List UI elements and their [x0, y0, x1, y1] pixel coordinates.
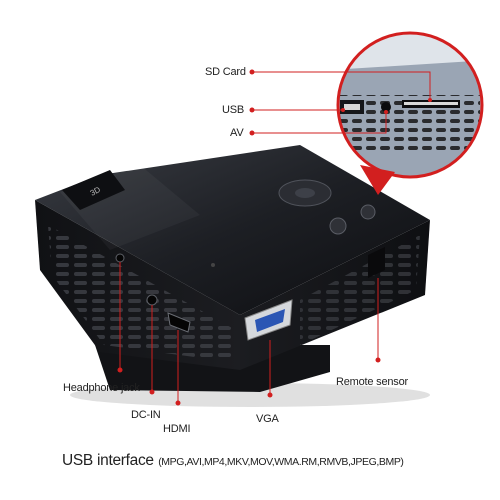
callout-dots [117, 69, 432, 406]
callout-vga: VGA [256, 413, 279, 425]
headphone-jack-port [115, 253, 125, 263]
callout-hdmi: HDMI [163, 423, 191, 435]
hdmi-port [167, 312, 191, 333]
caption-title: USB interface [62, 452, 154, 469]
top-surface [35, 145, 430, 315]
callout-lines [119, 71, 431, 403]
callout-headphone-jack: Headphone jack [63, 382, 140, 394]
svg-text:3D: 3D [89, 185, 102, 198]
av-port-zoom [381, 102, 391, 112]
callout-dc-in: DC-IN [131, 409, 161, 421]
dc-in-port [146, 294, 158, 306]
callout-av: AV [230, 127, 244, 139]
caption-formats: (MPG,AVI,MP4,MKV,MOV,WMA.RM,RMVB,JPEG,BM… [158, 456, 404, 468]
caption: USB interface (MPG,AVI,MP4,MKV,MOV,WMA.R… [62, 452, 404, 470]
callout-usb: USB [222, 104, 245, 116]
callout-remote-sensor: Remote sensor [336, 376, 408, 388]
callout-sd-card: SD Card [205, 66, 246, 78]
zoom-inset [336, 31, 484, 195]
remote-sensor-window [368, 247, 385, 278]
